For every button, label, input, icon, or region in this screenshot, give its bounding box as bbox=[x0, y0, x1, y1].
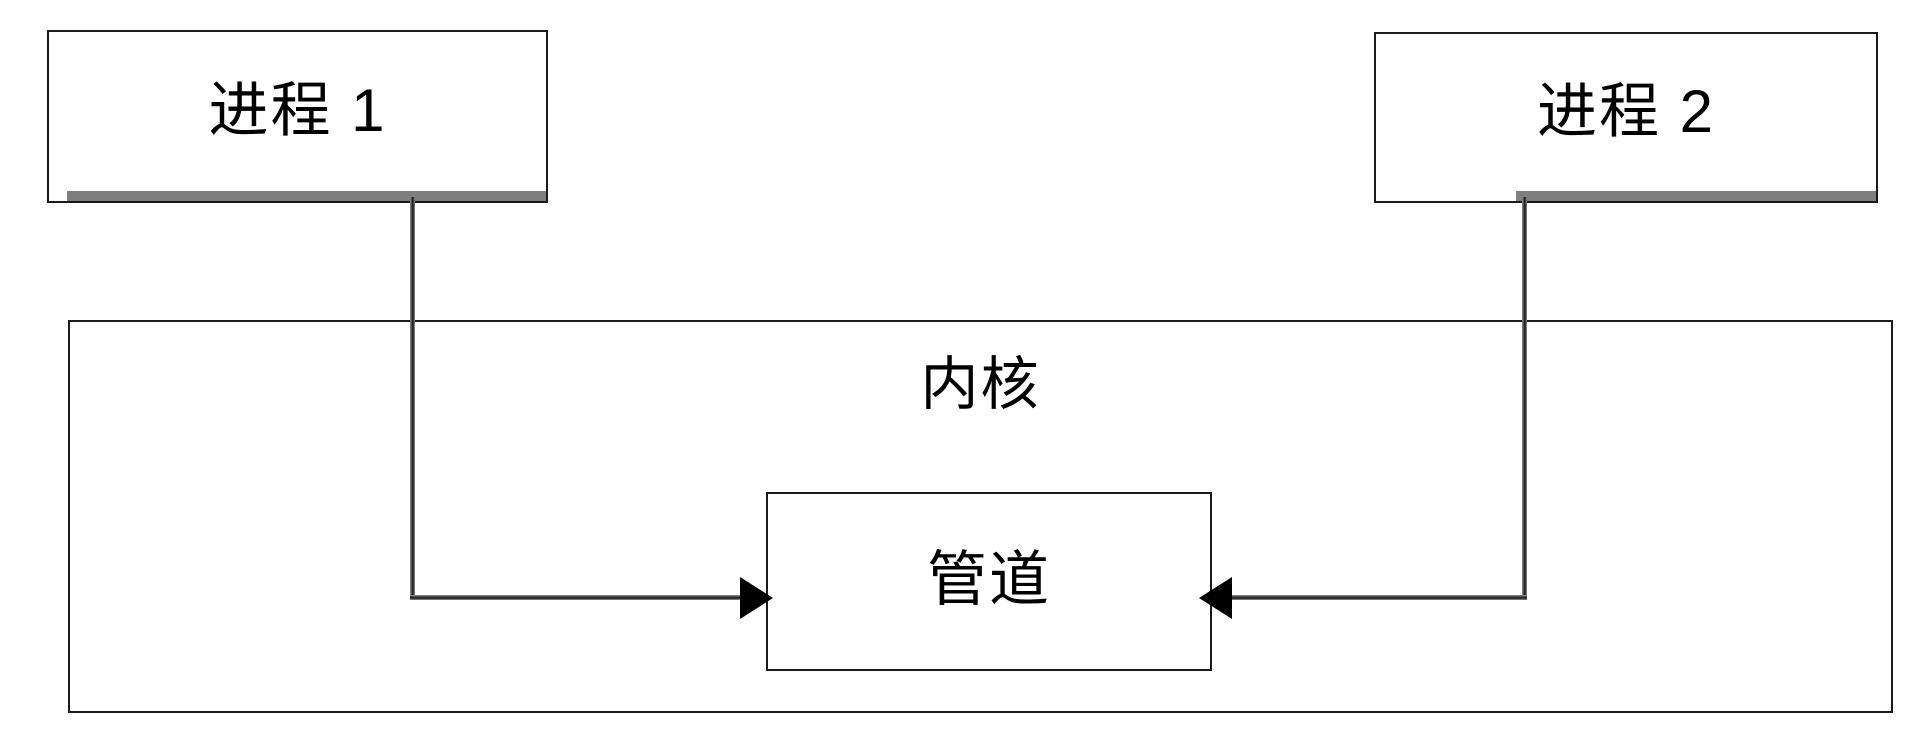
connector-process-2-horizontal-segment bbox=[1228, 595, 1527, 600]
process-2-box[interactable]: 进程 2 bbox=[1374, 32, 1878, 203]
process-2-label: 进程 2 bbox=[1536, 77, 1716, 145]
pipe-label: 管道 bbox=[927, 545, 1051, 613]
arrowhead-process-2-to-pipe-icon bbox=[1199, 577, 1232, 619]
process-1-box[interactable]: 进程 1 bbox=[47, 30, 548, 203]
connector-process-1-horizontal-segment bbox=[410, 595, 745, 600]
pipe-box[interactable]: 管道 bbox=[766, 492, 1212, 671]
kernel-label: 内核 bbox=[920, 352, 1041, 417]
kernel-label-wrap: 内核 bbox=[70, 356, 1891, 414]
connector-process-2-vertical-segment bbox=[1522, 197, 1527, 600]
process-1-bottom-shade bbox=[67, 191, 546, 201]
process-2-bottom-shade bbox=[1516, 191, 1876, 201]
arrowhead-process-1-to-pipe-icon bbox=[740, 577, 773, 619]
process-1-label: 进程 1 bbox=[208, 76, 387, 144]
connector-process-1-vertical-segment bbox=[410, 197, 415, 600]
